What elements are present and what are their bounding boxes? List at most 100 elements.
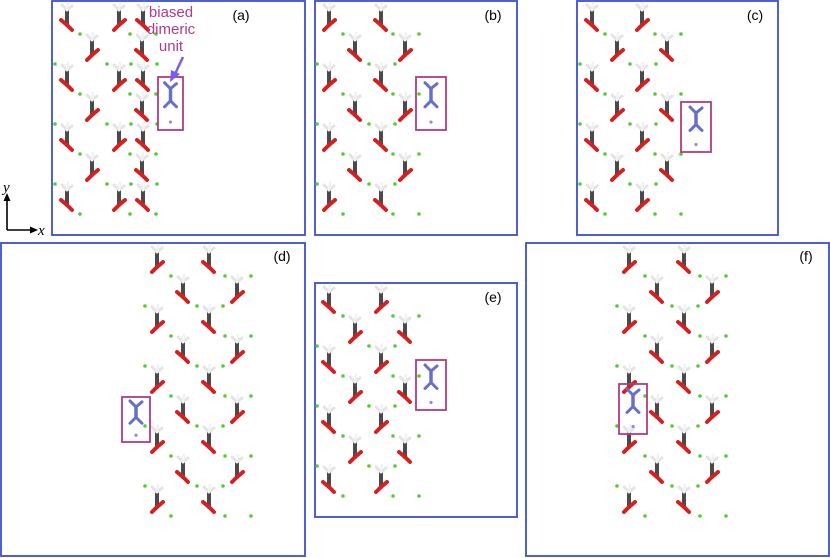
ion-dot-icon (653, 32, 657, 36)
ion-dot-icon (169, 274, 173, 278)
oxygen-bond (141, 23, 150, 32)
hydrogen-bond (590, 181, 595, 192)
ion-dot-icon (417, 152, 421, 156)
acetate-molecule-icon (659, 151, 674, 182)
hydrogen-bond (615, 151, 620, 162)
acetate-molecule-icon (348, 373, 363, 404)
oxygen-bond (141, 143, 150, 152)
panel-labels: (a)(b)(c)(d)(e)(f) (232, 7, 812, 305)
oxygen-bond (374, 485, 383, 494)
ion-dot-icon (128, 92, 132, 96)
hydrogen-bond (403, 373, 408, 384)
oxygen-bond (682, 385, 691, 394)
acetate-molecule-icon (374, 343, 389, 374)
hydrogen-bond (379, 1, 384, 12)
oxygen-bond (379, 83, 388, 92)
acetate-molecule-icon (135, 61, 150, 92)
hydrogen-bond (235, 453, 240, 464)
dimeric-unit-icon (423, 363, 439, 405)
acetate-molecule-icon (112, 61, 127, 92)
hydrogen-bond (141, 1, 146, 12)
hydrogen-bond (327, 181, 332, 192)
dimeric-unit-icon (423, 81, 439, 124)
oxygen-bond (705, 415, 714, 424)
oxygen-bond (65, 143, 74, 152)
oxygen-bond (322, 83, 331, 92)
dimeric-unit-icon (163, 81, 178, 124)
hydrogen-bond (353, 31, 358, 42)
oxygen-bond (207, 445, 216, 454)
ion-dot-icon (78, 212, 82, 216)
unit-bond (694, 123, 704, 132)
hydrogen-bond (327, 343, 332, 354)
acetate-molecule-icon (610, 31, 625, 62)
panel-contents (53, 1, 728, 518)
ion-dot-icon (696, 304, 700, 308)
hydrogen-bond (327, 61, 332, 72)
panel-e-lattice (315, 283, 447, 498)
axis-indicator: y x (1, 180, 45, 239)
ion-dot-icon (653, 92, 657, 96)
ion-dot-icon (78, 32, 82, 36)
hydrogen-bond (235, 273, 240, 284)
ion-dot-icon (393, 404, 397, 408)
hydrogen-bond (379, 61, 384, 72)
hydrogen-bond (207, 243, 212, 254)
acetate-molecule-icon (374, 463, 389, 494)
acetate-molecule-icon (321, 403, 336, 434)
ion-dot-icon (603, 32, 607, 36)
acetate-molecule-icon (322, 61, 337, 92)
hydrogen-bond (627, 303, 632, 314)
hydrogen-bond (327, 463, 332, 474)
hydrogen-bond (590, 121, 595, 132)
panel-a-lattice (53, 1, 184, 216)
ion-dot-icon (341, 314, 345, 318)
hydrogen-bond (155, 483, 160, 494)
unit-ion-dot (429, 120, 433, 124)
ion-dot-icon (341, 212, 345, 216)
oxygen-bond (635, 83, 644, 92)
biased-unit-box (415, 359, 447, 411)
acetate-molecule-icon (230, 453, 245, 484)
panel-d-lattice (121, 243, 253, 518)
ion-dot-icon (643, 274, 647, 278)
oxygen-bond (348, 395, 357, 404)
ion-dot-icon (367, 464, 371, 468)
annotation-line-3: unit (159, 38, 184, 55)
unit-bond (694, 106, 704, 115)
hydrogen-bond (379, 181, 384, 192)
hydrogen-bond (379, 283, 384, 294)
ion-dot-icon (128, 32, 132, 36)
oxygen-bond (327, 485, 336, 494)
oxygen-bond (622, 325, 631, 334)
oxygen-bond (112, 203, 121, 212)
acetate-molecule-icon (584, 1, 599, 32)
hydrogen-bond (379, 121, 384, 132)
dimeric-unit-icon (128, 399, 144, 437)
oxygen-bond (207, 385, 216, 394)
hydrogen-bond (627, 483, 632, 494)
ion-dot-icon (628, 182, 632, 186)
hydrogen-bond (640, 61, 645, 72)
acetate-molecule-icon (230, 333, 245, 364)
annotation-line-1: biased (149, 4, 193, 21)
hydrogen-bond (181, 273, 186, 284)
acetate-molecule-icon (374, 283, 389, 314)
acetate-molecule-icon (398, 151, 413, 182)
oxygen-bond (590, 143, 599, 152)
oxygen-bond (207, 325, 216, 334)
ion-dot-icon (654, 62, 658, 66)
acetate-molecule-icon (705, 273, 720, 304)
hydrogen-bond (65, 61, 70, 72)
hydrogen-bond (141, 121, 146, 132)
ion-dot-icon (315, 62, 319, 66)
acetate-molecule-icon (134, 31, 149, 62)
hydrogen-bond (141, 181, 146, 192)
ion-dot-icon (154, 212, 158, 216)
acetate-molecule-icon (622, 243, 637, 274)
ion-dot-icon (315, 182, 319, 186)
ion-dot-icon (195, 424, 199, 428)
oxygen-bond (65, 23, 74, 32)
hydrogen-bond (403, 91, 408, 102)
oxygen-bond (682, 325, 691, 334)
